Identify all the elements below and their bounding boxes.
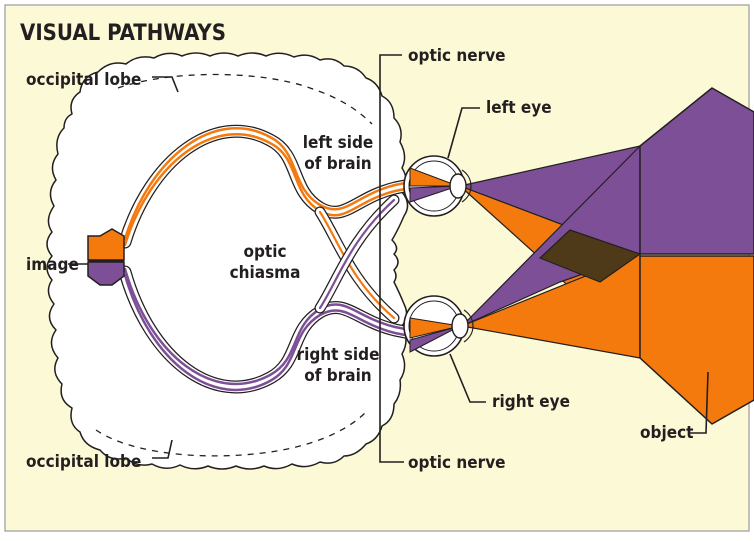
label-optic-nerve-bottom: optic nerve (408, 453, 506, 473)
label-left-eye: left eye (486, 98, 552, 118)
label-optic-chiasma-line1: optic (243, 242, 286, 262)
label-optic-nerve-top: optic nerve (408, 46, 506, 66)
diagram-title: VISUAL PATHWAYS (20, 21, 226, 46)
label-right-eye: right eye (492, 392, 570, 412)
label-optic-chiasma-line2: chiasma (230, 263, 301, 283)
label-image: image (26, 255, 79, 275)
object-hexagon (640, 88, 754, 424)
label-object: object (640, 423, 693, 443)
label-occipital-lobe-top: occipital lobe (26, 70, 141, 90)
label-right-side-brain-line1: right side (297, 345, 380, 365)
label-right-side-brain-line2: of brain (304, 366, 371, 386)
label-occipital-lobe-bottom: occipital lobe (26, 452, 141, 472)
label-left-side-brain-line2: of brain (304, 154, 371, 174)
image-hexagon (88, 229, 124, 285)
label-left-side-brain-line1: left side (303, 133, 374, 153)
